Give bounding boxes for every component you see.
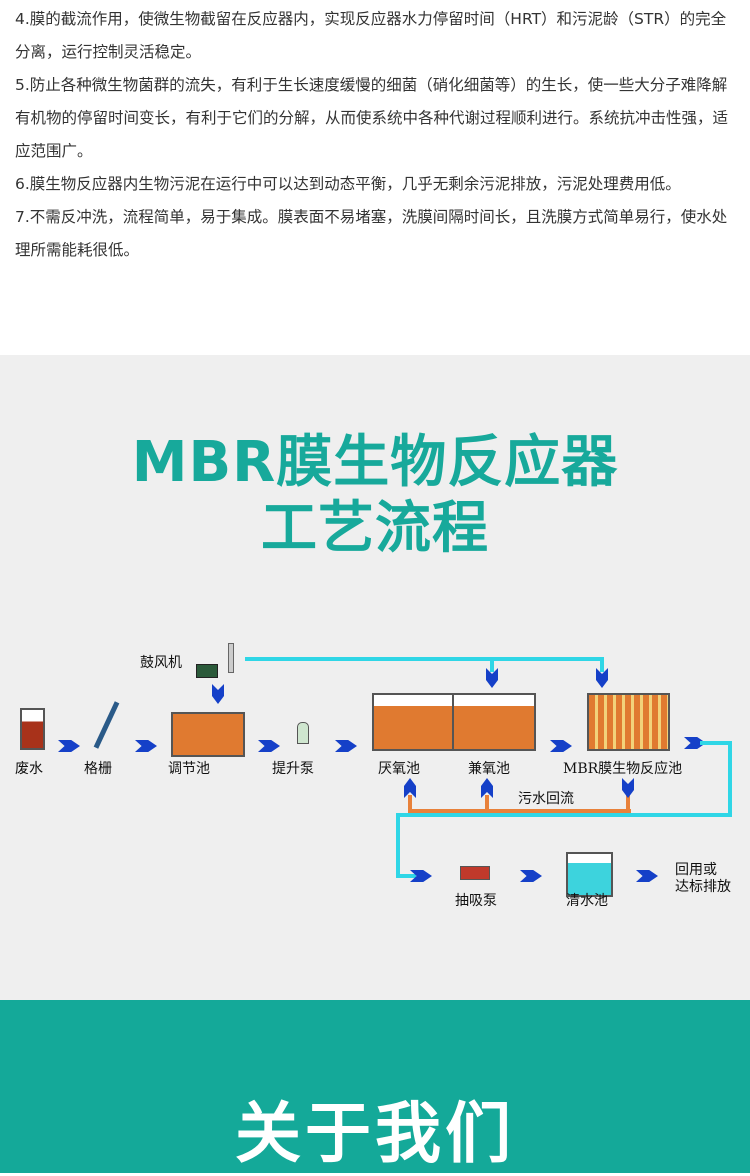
anoxic-tank-icon [452, 693, 536, 751]
label-wastewater: 废水 [15, 761, 43, 777]
arrow-right-icon [258, 740, 280, 752]
label-grille: 格栅 [84, 761, 112, 777]
lift-pump-icon [297, 722, 309, 744]
mbr-tank-icon [587, 693, 670, 751]
section-title-line2: 工艺流程 [261, 496, 489, 561]
arrow-right-icon [520, 870, 542, 882]
effluent-pipe [700, 741, 732, 745]
arrow-right-icon [550, 740, 572, 752]
arrow-down-icon [486, 668, 498, 688]
arrow-down-icon [212, 684, 224, 704]
arrow-right-icon [58, 740, 80, 752]
suction-pump-icon [460, 866, 490, 880]
grille-icon [93, 701, 120, 749]
label-regulating-tank: 调节池 [168, 761, 210, 777]
label-anaerobic: 厌氧池 [378, 761, 420, 777]
arrow-right-icon [636, 870, 658, 882]
about-us-banner: 关于我们 [0, 1000, 750, 1173]
air-pipe [245, 657, 603, 661]
label-mbr: MBR膜生物反应池 [563, 761, 683, 777]
paragraph-7: 7.不需反冲洗，流程简单，易于集成。膜表面不易堵塞，洗膜间隔时间长，且洗膜方式简… [15, 208, 728, 259]
regulating-tank-icon [171, 712, 245, 757]
wastewater-tank-icon [20, 708, 45, 750]
paragraph-5: 5.防止各种微生物菌群的流失，有利于生长速度缓慢的细菌（硝化细菌等）的生长，使一… [15, 76, 729, 160]
label-recirculation: 污水回流 [518, 791, 574, 807]
arrow-right-icon [684, 737, 706, 749]
feature-list: 4.膜的截流作用，使微生物截留在反应器内，实现反应器水力停留时间（HRT）和污泥… [15, 3, 740, 267]
clear-water-tank-icon [566, 852, 613, 897]
blower-pipe-icon [228, 643, 234, 673]
arrow-right-icon [410, 870, 432, 882]
label-suction-pump: 抽吸泵 [455, 893, 497, 909]
paragraph-4: 4.膜的截流作用，使微生物截留在反应器内，实现反应器水力停留时间（HRT）和污泥… [15, 10, 727, 61]
arrow-right-icon [135, 740, 157, 752]
arrow-down-icon [596, 668, 608, 688]
label-reuse-1: 回用或 [675, 862, 717, 878]
blower-icon [196, 664, 218, 678]
section-title-line1: MBR膜生物反应器 [131, 430, 619, 495]
arrow-down-icon [622, 778, 634, 798]
label-reuse-2: 达标排放 [675, 879, 731, 895]
recirculation-pipe [408, 809, 631, 814]
arrow-up-icon [481, 778, 493, 798]
arrow-right-icon [335, 740, 357, 752]
flow-diagram: 鼓风机 废水 格栅 调节池 提升泵 厌氧池 兼氧池 MBR膜生物反应池 污水回流… [15, 643, 732, 909]
label-anoxic: 兼氧池 [468, 761, 510, 777]
label-blower: 鼓风机 [140, 655, 182, 671]
anaerobic-tank-icon [372, 693, 454, 751]
about-us-title: 关于我们 [235, 1095, 515, 1172]
label-lift-pump: 提升泵 [272, 761, 314, 777]
paragraph-6: 6.膜生物反应器内生物污泥在运行中可以达到动态平衡，几乎无剩余污泥排放，污泥处理… [15, 175, 681, 193]
label-clear-tank: 清水池 [566, 893, 608, 909]
process-diagram-section: MBR膜生物反应器 工艺流程 [0, 355, 750, 1000]
arrow-up-icon [404, 778, 416, 798]
